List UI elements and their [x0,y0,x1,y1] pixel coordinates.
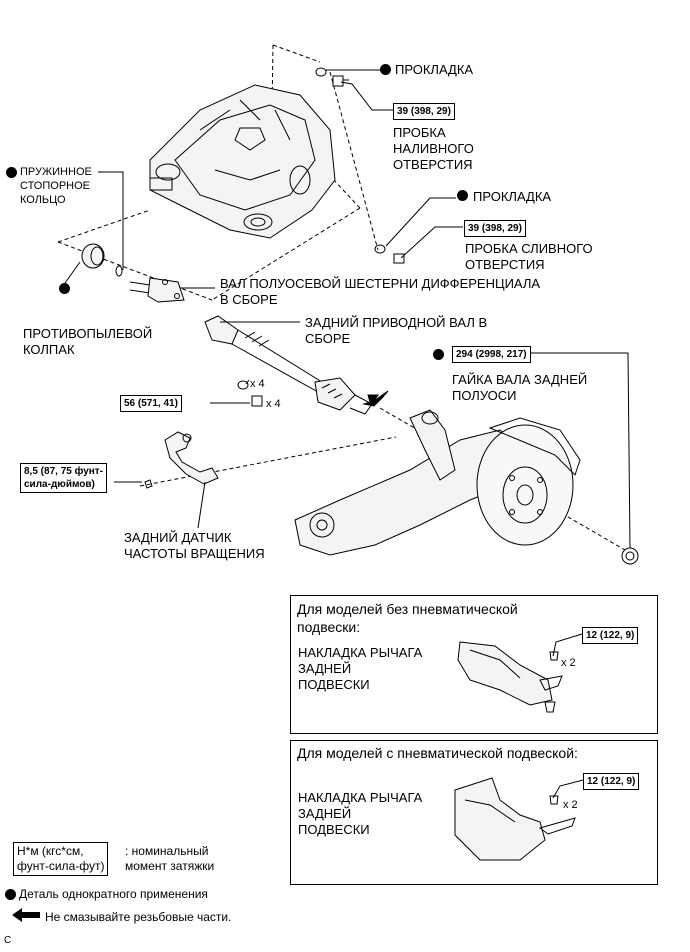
non-reusable-dot-snap-ring [6,167,17,178]
dust-cover [81,243,105,269]
inset-box-with-air-suspension [290,740,658,885]
axle-nut [621,547,639,565]
legend-torque-unit-box: Н*м (кгс*см, фунт-сила-фут) [13,842,109,876]
inset-a-part-label: НАКЛАДКА РЫЧАГА ЗАДНЕЙ ПОДВЕСКИ [298,645,423,692]
inset-a-title: Для моделей без пневматической подвески: [297,601,518,635]
qty-x4-washers: x 4 [250,378,265,390]
qty-x4-nuts: x 4 [266,398,281,410]
dust-cover-label: ПРОТИВОПЫЛЕВОЙ КОЛПАК [23,326,153,357]
non-reusable-dot-axle-nut [433,349,444,360]
axle-nut-label: ГАЙКА ВАЛА ЗАДНЕЙ ПОЛУОСИ [452,372,588,403]
legend-no-grease: Не смазывайте резьбовые части. [45,910,232,924]
no-grease-arrow [362,390,389,407]
inset-a-qty: x 2 [561,657,576,669]
torque-speed-sensor: 8,5 (87, 75 фунт- сила-дюймов) [20,463,108,493]
speed-sensor [144,431,219,489]
drain-plug [374,244,405,264]
snap-ring-label: ПРУЖИННОЕ СТОПОРНОЕ КОЛЬЦО [20,166,92,206]
hub-disc [476,417,581,546]
side-gear-shaft-label: ВАЛ ПОЛУОСЕВОЙ ШЕСТЕРНИ ДИФФЕРЕНЦИАЛА В … [220,276,541,307]
legend-torque-desc: : номинальный момент затяжки [125,844,215,873]
snap-ring [115,265,123,277]
inset-box-without-air-suspension [290,595,658,734]
differential-housing [149,84,336,239]
non-reusable-dot-gasket-mid [457,190,468,201]
side-gear-shaft [129,277,185,303]
corner-mark: C [4,935,12,946]
gasket-top-label: ПРОКЛАДКА [395,62,474,77]
legend-non-reusable-dot [5,889,16,900]
inset-b-title: Для моделей с пневматической подвеской: [297,745,578,761]
leader-lines [64,69,631,549]
inset-b-part-label: НАКЛАДКА РЫЧАГА ЗАДНЕЙ ПОДВЕСКИ [298,790,423,837]
drain-plug-label: ПРОБКА СЛИВНОГО ОТВЕРСТИЯ [465,241,593,272]
torque-filler-plug: 39 (398, 29) [393,103,455,120]
gasket-mid-label: ПРОКЛАДКА [473,189,552,204]
legend-non-reusable: Деталь однократного применения [19,887,208,901]
torque-shaft-nuts: 56 (571, 41) [120,395,182,412]
shaft-nuts [237,380,263,407]
rear-drive-shaft [204,315,373,415]
legend-no-grease-arrow-icon [12,908,40,922]
non-reusable-dot-gasket-top [380,64,391,75]
torque-cover-a: 12 (122, 9) [582,627,639,644]
torque-cover-b: 12 (122, 9) [583,773,640,790]
rear-drive-shaft-label: ЗАДНИЙ ПРИВОДНОЙ ВАЛ В СБОРЕ [305,315,488,346]
torque-drain-plug: 39 (398, 29) [464,220,526,237]
speed-sensor-label: ЗАДНИЙ ДАТЧИК ЧАСТОТЫ ВРАЩЕНИЯ [124,530,265,561]
inset-b-drawing [454,777,584,861]
torque-axle-nut: 294 (2998, 217) [452,346,531,363]
inset-a-drawing [457,633,583,713]
non-reusable-dot-dust-cover [59,283,70,294]
inset-b-qty: x 2 [563,799,578,811]
filler-plug [315,67,349,87]
filler-plug-label: ПРОБКА НАЛИВНОГО ОТВЕРСТИЯ [393,125,474,172]
